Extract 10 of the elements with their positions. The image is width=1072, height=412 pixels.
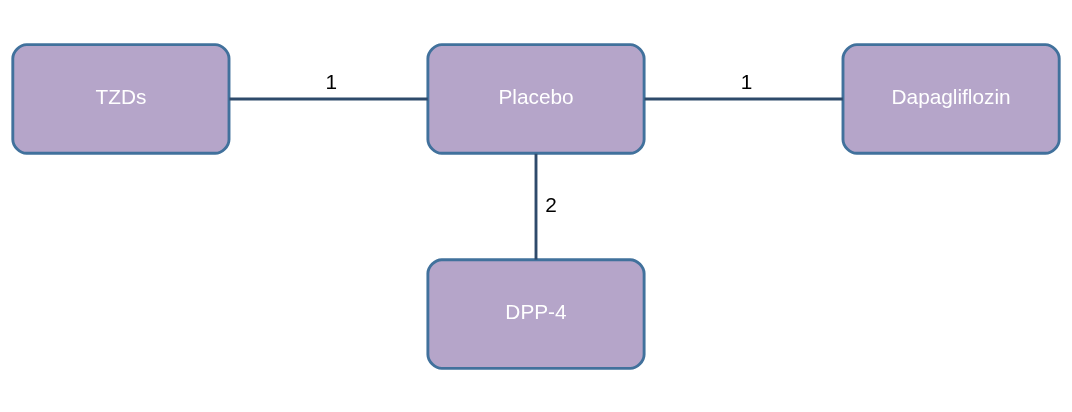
connector: [644, 97, 843, 100]
connector: [534, 153, 538, 260]
connector: [229, 97, 428, 100]
node-box: Dapagliflozin: [841, 42, 1061, 155]
node-box: TZDs: [11, 42, 231, 155]
edge-label: 2: [545, 192, 557, 216]
node-box: Placebo: [426, 42, 646, 155]
edge-label: 1: [325, 69, 338, 93]
edge-label: 1: [740, 69, 753, 93]
node-box: DPP-4: [426, 257, 646, 370]
